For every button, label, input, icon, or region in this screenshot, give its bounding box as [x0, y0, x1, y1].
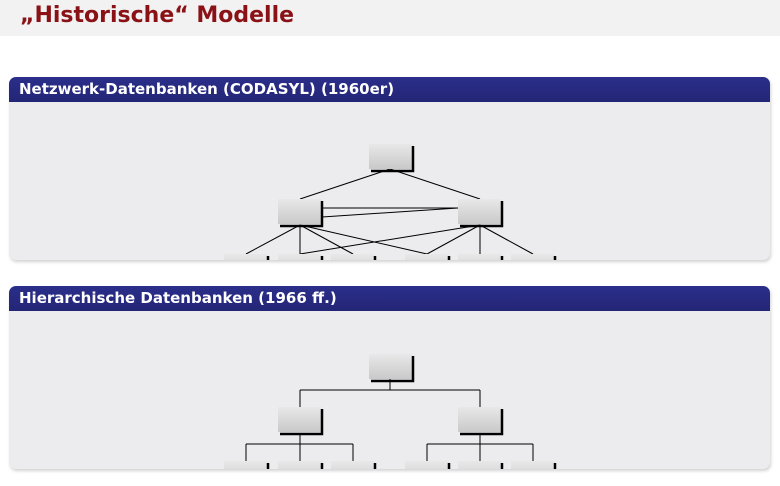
network-node-right — [458, 199, 504, 228]
hierarchical-diagram — [9, 311, 770, 469]
frame-title: „Historische“ Modelle — [20, 3, 295, 28]
hierarchical-node-root — [369, 354, 415, 383]
network-node-leaf-6 — [511, 254, 557, 260]
network-node-leaf-1 — [224, 254, 270, 260]
network-node-leaf-4 — [405, 254, 451, 260]
hierarchical-edges — [245, 379, 534, 461]
hierarchical-node-leaf-3 — [331, 461, 377, 469]
network-block-title: Netzwerk-Datenbanken (CODASYL) (1960er) — [9, 77, 770, 102]
network-block: Netzwerk-Datenbanken (CODASYL) (1960er) — [9, 77, 770, 260]
hierarchical-node-leaf-1 — [224, 461, 270, 469]
network-node-left — [278, 199, 324, 228]
hierarchical-node-right — [458, 407, 504, 436]
network-node-root — [369, 144, 415, 173]
hierarchical-diagram-svg — [224, 354, 557, 469]
hierarchical-block-title: Hierarchische Datenbanken (1966 ff.) — [9, 286, 770, 311]
hierarchical-block: Hierarchische Datenbanken (1966 ff.) — [9, 286, 770, 469]
hierarchical-node-leaf-6 — [511, 461, 557, 469]
network-diagram-svg — [224, 144, 557, 260]
hierarchical-node-leaf-5 — [458, 461, 504, 469]
network-diagram — [9, 102, 770, 260]
hierarchical-node-leaf-2 — [278, 461, 324, 469]
network-node-leaf-5 — [458, 254, 504, 260]
hierarchical-node-leaf-4 — [405, 461, 451, 469]
network-node-leaf-2 — [278, 254, 324, 260]
network-node-leaf-3 — [331, 254, 377, 260]
hierarchical-node-left — [278, 407, 324, 436]
network-edges — [245, 168, 534, 255]
frame-title-bar: „Historische“ Modelle — [0, 0, 780, 36]
